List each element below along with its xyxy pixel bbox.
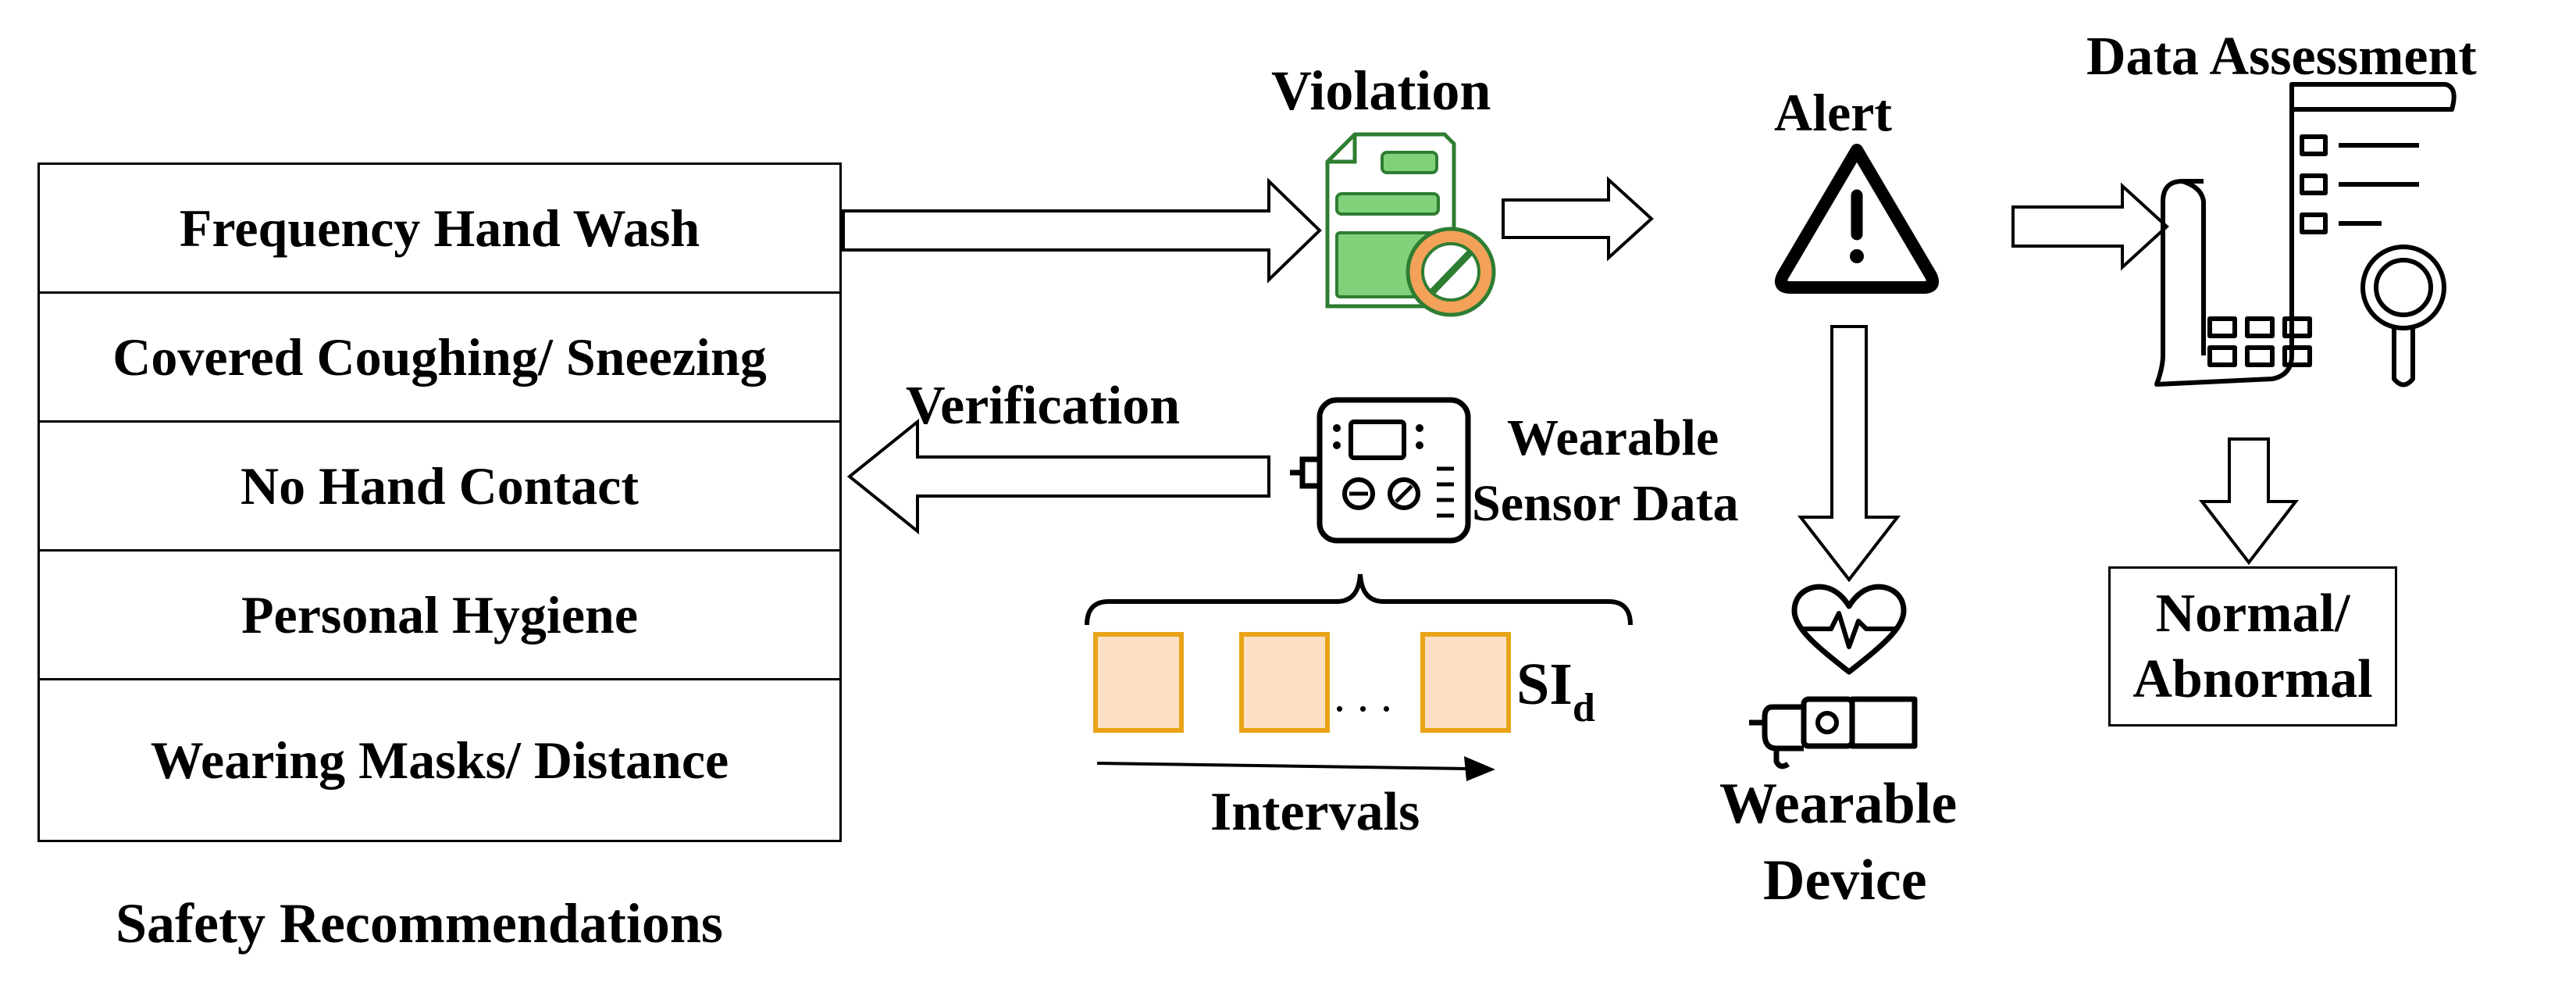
ellipsis: . . . [1334, 669, 1392, 721]
device-label-line1: Wearable [1719, 772, 1958, 836]
recommendation-row: Personal Hygiene [40, 552, 839, 680]
arrow-to-status [2198, 437, 2300, 566]
verification-label: Verification [906, 376, 1181, 436]
intervals-arrow-line [1096, 762, 1469, 770]
arrow-to-assessment [2011, 182, 2169, 271]
wearable-sensor-icon [1290, 397, 1471, 544]
data-assessment-label: Data Assessment [2086, 27, 2477, 87]
safety-recommendations-table: Frequency Hand Wash Covered Coughing/ Sn… [37, 162, 842, 842]
interval-brace [1085, 573, 1633, 626]
sensor-label-line2: Sensor Data [1472, 475, 1739, 532]
sensor-label-line1: Wearable [1507, 409, 1719, 466]
warning-triangle-icon [1775, 144, 1939, 294]
alert-label: Alert [1774, 83, 1893, 142]
si-subscript: d [1572, 686, 1595, 730]
recommendation-label: Wearing Masks/ Distance [150, 730, 729, 790]
recommendation-row: Wearing Masks/ Distance [40, 680, 839, 840]
arrow-to-alert [1502, 176, 1654, 262]
status-line2: Abnormal [2132, 648, 2373, 709]
si-d-label: SId [1516, 652, 1595, 729]
intervals-arrow-head [1464, 756, 1495, 781]
intervals-label: Intervals [1210, 782, 1420, 842]
recommendation-row: Frequency Hand Wash [40, 165, 839, 294]
wrist-heart-monitor-icon [1749, 584, 1918, 769]
safety-recommendations-caption: Safety Recommendations [116, 892, 723, 955]
si-main: SI [1516, 652, 1573, 717]
recommendation-label: Covered Coughing/ Sneezing [112, 327, 767, 387]
status-box: Normal/ Abnormal [2108, 566, 2397, 727]
device-label-line2: Device [1763, 848, 1927, 912]
interval-box [1239, 632, 1330, 733]
recommendation-row: No Hand Contact [40, 423, 839, 552]
verification-arrow [846, 418, 1270, 535]
recommendation-label: Personal Hygiene [240, 584, 639, 644]
recommendation-label: Frequency Hand Wash [179, 198, 700, 258]
recommendation-row: Covered Coughing/ Sneezing [40, 294, 839, 423]
document-prohibited-icon [1325, 132, 1496, 317]
violation-label: Violation [1271, 59, 1491, 122]
arrow-to-device [1797, 325, 1901, 583]
arrow-to-violation [842, 177, 1322, 284]
report-magnifier-icon [2154, 82, 2457, 387]
interval-box [1420, 632, 1511, 733]
status-line1: Normal/ [2155, 583, 2350, 644]
interval-box [1093, 632, 1184, 733]
recommendation-label: No Hand Contact [240, 455, 640, 516]
